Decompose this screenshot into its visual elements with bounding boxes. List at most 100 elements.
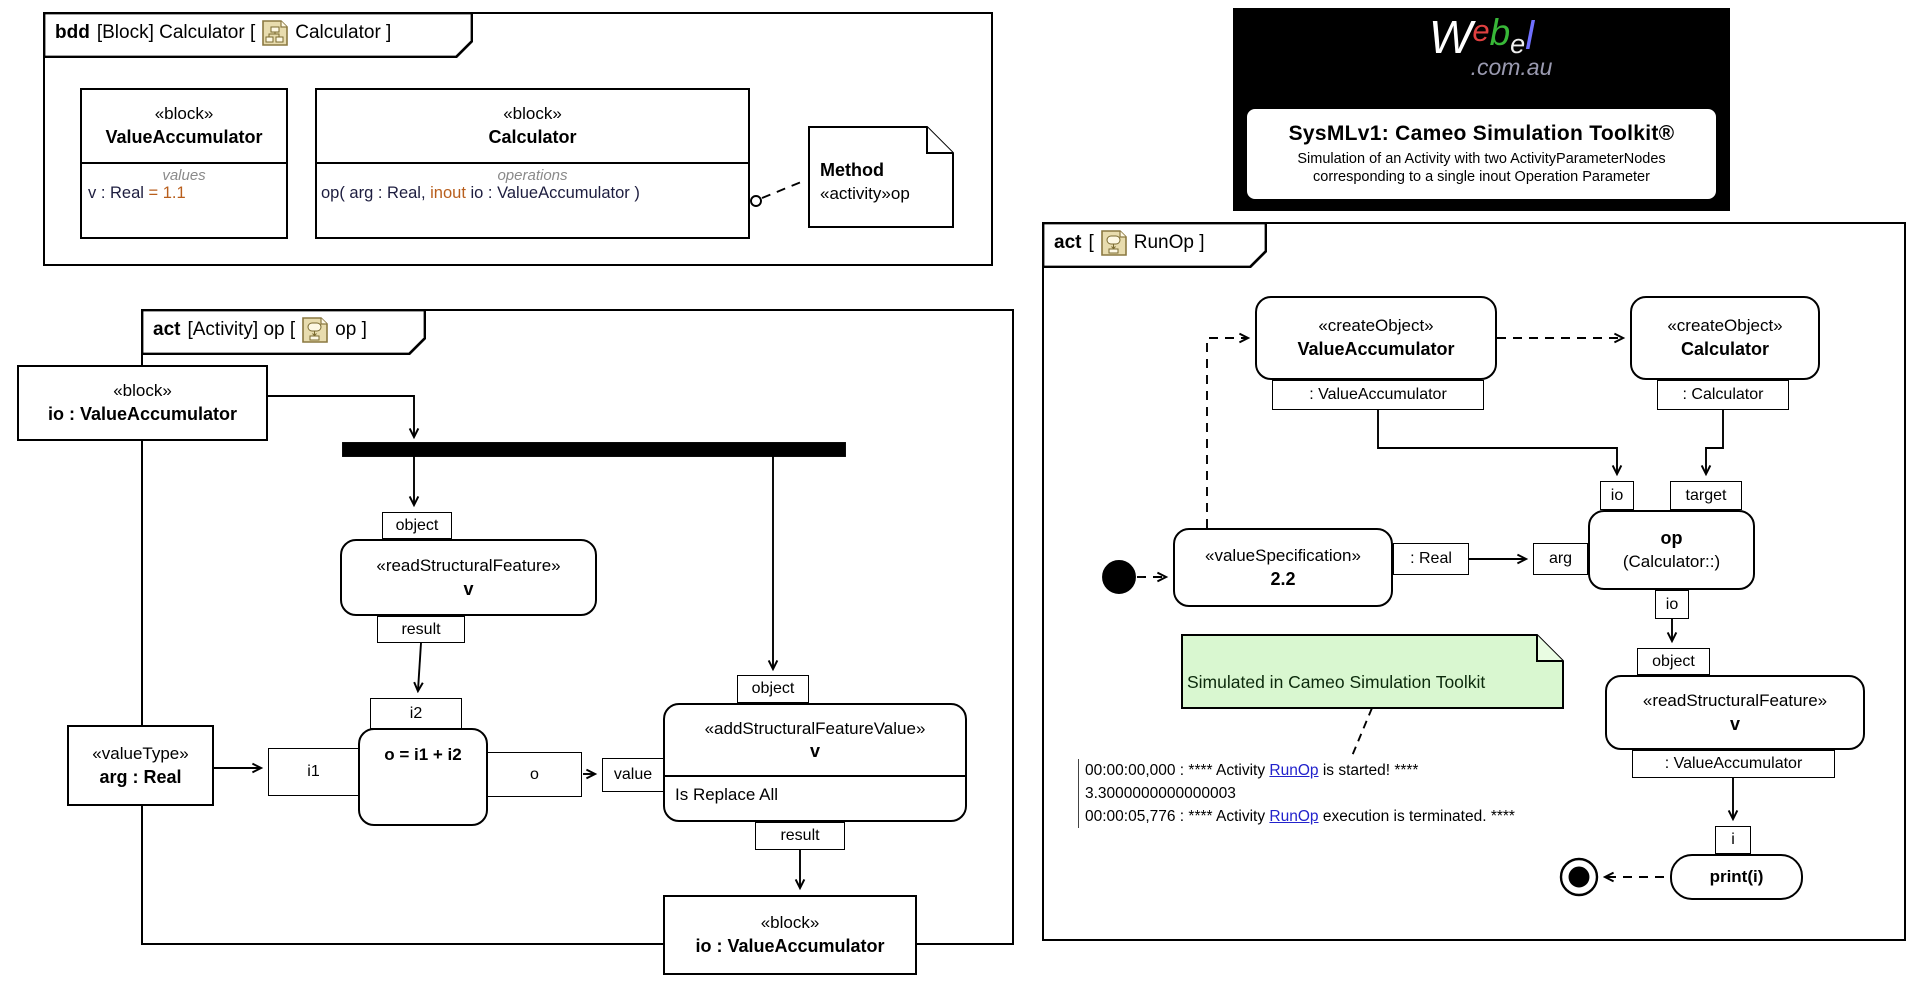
simulation-note-shape[interactable] [1181, 634, 1565, 710]
method-note-anchor [761, 179, 807, 199]
pin-value[interactable]: value [602, 758, 664, 792]
stereotype: «block» [154, 104, 214, 123]
action-call-op[interactable]: op (Calculator::) [1588, 510, 1755, 590]
param-node-io-out[interactable]: «block» io : ValueAccumulator [663, 895, 917, 975]
anchor-ball [750, 195, 762, 207]
act-runop-frame-tab[interactable]: act [ RunOp ] [1042, 222, 1267, 268]
block-calculator[interactable]: «block» Calculator operations op( arg : … [315, 88, 750, 239]
method-note-text: Method «activity»op [820, 160, 910, 204]
act-op-frame-tab[interactable]: act [Activity] op [ op ] [141, 309, 426, 355]
action-qualifier: (Calculator::) [1622, 552, 1721, 571]
param-node-io-in[interactable]: «block» io : ValueAccumulator [17, 365, 268, 441]
webel-logo: Webel .com.au [1233, 14, 1730, 79]
opaque-expression: o = i1 + i2 [384, 745, 462, 764]
stereotype: «block» [113, 381, 172, 400]
bdd-frame-tab[interactable]: bdd [Block] Calculator [ Calculator ] [43, 12, 473, 58]
pin-result[interactable]: result [755, 822, 845, 850]
initial-node[interactable] [1102, 560, 1136, 594]
runop-link[interactable]: RunOp [1269, 762, 1319, 779]
frame-keyword: bdd [55, 22, 90, 43]
action-read-v[interactable]: «readStructuralFeature» v [1605, 675, 1865, 750]
stereotype: «readStructuralFeature» [376, 555, 561, 575]
param-name: io : ValueAccumulator [695, 936, 885, 956]
pin-object[interactable]: object [382, 512, 452, 539]
activity-diagram-icon [1100, 230, 1127, 256]
stereotype: «createObject» [1318, 316, 1434, 335]
is-replace-all-option: Is Replace All [675, 785, 778, 804]
action-name: v [809, 740, 820, 761]
act-runop-frame[interactable] [1042, 222, 1906, 941]
operation-signature: op( arg : Real, inout io : ValueAccumula… [321, 184, 640, 202]
action-name: Calculator [1680, 339, 1770, 359]
final-node[interactable] [1559, 857, 1599, 897]
frame-diagram-name: op ] [335, 319, 367, 340]
flow-result-to-i2 [418, 642, 421, 690]
pin-valueaccumulator[interactable]: : ValueAccumulator [1272, 380, 1484, 410]
action-read-v[interactable]: «readStructuralFeature» v [340, 539, 597, 616]
bdd-frame[interactable] [43, 12, 993, 266]
action-name: v [463, 578, 474, 599]
action-add-structural-feature-value[interactable]: «addStructuralFeatureValue» v Is Replace… [663, 703, 967, 822]
pin-i1[interactable]: i1 [268, 748, 359, 796]
stereotype: «readStructuralFeature» [1642, 690, 1828, 710]
flow-calcpin-to-target [1706, 410, 1724, 473]
param-name: io : ValueAccumulator [47, 404, 238, 424]
stereotype: «valueType» [92, 743, 189, 763]
frame-title: [ [1088, 232, 1094, 253]
pin-i[interactable]: i [1715, 826, 1751, 854]
fork-bar[interactable] [342, 442, 846, 457]
pin-io-bottom[interactable]: io [1655, 590, 1689, 619]
pin-real[interactable]: : Real [1393, 543, 1469, 575]
banner-subtitle: Simulation of an Activity with two Activ… [1297, 151, 1666, 185]
action-create-valueaccumulator[interactable]: «createObject» ValueAccumulator [1255, 296, 1497, 380]
note-body: «activity»op [820, 184, 910, 203]
activity-diagram-icon [302, 317, 328, 343]
param-name: arg : Real [99, 766, 182, 787]
action-name: v [1729, 713, 1740, 734]
param-node-arg[interactable]: «valueType» arg : Real [67, 725, 214, 806]
block-name: Calculator [488, 127, 577, 147]
action-add[interactable]: o = i1 + i2 [358, 728, 488, 826]
final-node-core [1568, 866, 1590, 888]
act-op-frame[interactable] [141, 309, 1014, 945]
green-note-anchor [1351, 707, 1373, 757]
pin-calculator[interactable]: : Calculator [1657, 380, 1789, 410]
pin-target[interactable]: target [1670, 481, 1742, 510]
method-note-shape[interactable] [808, 126, 955, 229]
note-title: Method [820, 160, 884, 180]
frame-diagram-name: RunOp ] [1133, 232, 1205, 253]
stereotype: «block» [503, 104, 562, 123]
stereotype: «createObject» [1667, 316, 1783, 335]
frame-title: [Activity] op [ [187, 319, 296, 340]
pin-result[interactable]: result [377, 616, 465, 643]
pin-o[interactable]: o [487, 752, 582, 797]
pin-io-top[interactable]: io [1600, 481, 1634, 510]
action-name: ValueAccumulator [1297, 339, 1455, 359]
action-print[interactable]: print(i) [1670, 854, 1803, 900]
action-create-calculator[interactable]: «createObject» Calculator [1630, 296, 1820, 380]
action-value-specification[interactable]: «valueSpecification» 2.2 [1173, 528, 1393, 607]
runop-link[interactable]: RunOp [1269, 808, 1319, 825]
pin-valueaccumulator-out[interactable]: : ValueAccumulator [1632, 750, 1835, 778]
flow-valuespec-to-createva [1206, 338, 1247, 528]
frame-title: [Block] Calculator [ [96, 22, 256, 43]
action-name: print(i) [1709, 867, 1764, 886]
log-line: 00:00:00,000 : **** Activity RunOp is st… [1085, 762, 1419, 779]
pin-i2[interactable]: i2 [370, 698, 462, 729]
stereotype: «valueSpecification» [1205, 545, 1361, 565]
banner-title: SysMLv1: Cameo Simulation Toolkit® [1288, 122, 1675, 145]
pin-object[interactable]: object [737, 675, 809, 703]
frame-keyword: act [153, 319, 181, 340]
value-property: v : Real = 1.1 [88, 184, 186, 202]
banner-card: SysMLv1: Cameo Simulation Toolkit® Simul… [1245, 107, 1718, 201]
flow-paramin-to-fork [268, 395, 414, 436]
block-valueaccumulator[interactable]: «block» ValueAccumulator values v : Real… [80, 88, 288, 239]
pin-arg[interactable]: arg [1533, 543, 1588, 575]
value: 2.2 [1270, 568, 1296, 589]
action-name: op [1660, 528, 1683, 548]
frame-diagram-name: Calculator ] [295, 22, 392, 43]
flow-vapin-to-io [1377, 410, 1617, 473]
pin-object[interactable]: object [1637, 648, 1710, 675]
stereotype: «addStructuralFeatureValue» [704, 718, 926, 738]
